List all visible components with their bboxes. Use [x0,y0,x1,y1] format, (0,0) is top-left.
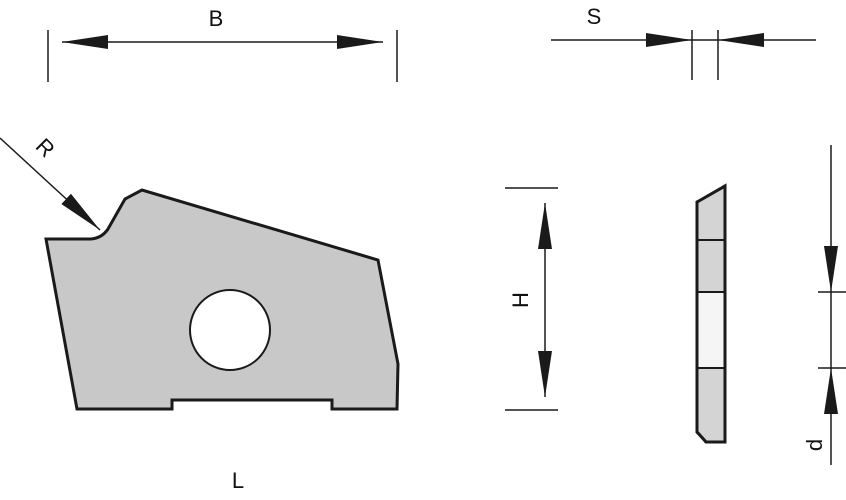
insert-side-view [695,183,727,444]
mounting-hole [189,289,271,371]
label-h: H [508,292,533,308]
dimension-h: H [505,187,558,411]
dimension-b: B [47,6,398,82]
label-d: d [802,439,827,451]
label-r: R [31,133,60,162]
label-s: S [587,4,602,29]
dimension-d: d [802,145,846,465]
dimension-s: S [551,4,816,80]
label-b: B [209,6,224,31]
label-l: L [232,468,244,493]
dimension-r: R [0,133,101,231]
